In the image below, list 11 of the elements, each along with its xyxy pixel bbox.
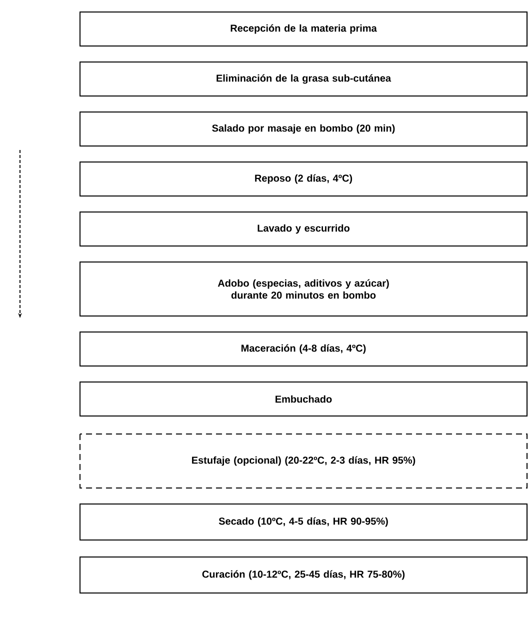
process-box: Estufaje (opcional) (20-22ºC, 2-3 días, HR 95%): [80, 434, 528, 488]
process-box: Eliminación de la grasa sub-cutánea: [80, 62, 528, 96]
process-box: Maceración (4-8 días, 4ºC): [80, 332, 528, 366]
process-box: Reposo (2 días, 4ºC): [80, 162, 528, 196]
process-box: Embuchado: [80, 382, 528, 416]
process-box: Lavado y escurrido: [80, 212, 528, 246]
process-box: Adobo (especias, aditivos y azúcar) durante 20 minutos en bombo: [80, 262, 528, 316]
process-box: Salado por masaje en bombo (20 min): [80, 112, 528, 146]
process-box: Secado (10ºC, 4-5 días, HR 90-95%): [80, 504, 528, 540]
process-box: Recepción de la materia prima: [80, 12, 528, 46]
process-box: Curación (10-12ºC, 25-45 días, HR 75-80%): [80, 556, 528, 594]
